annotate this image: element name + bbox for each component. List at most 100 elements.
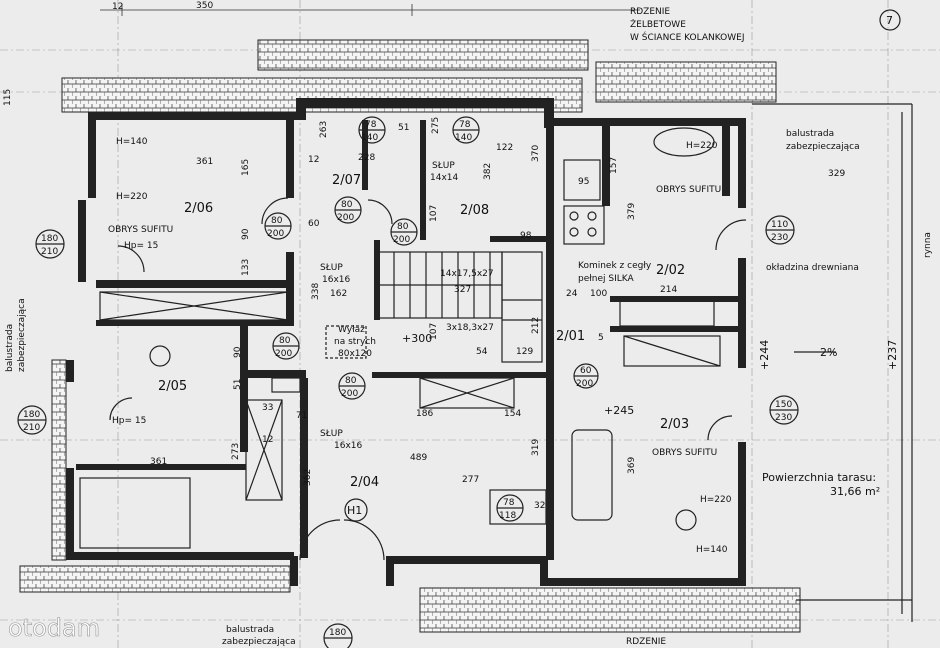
svg-text:210: 210 — [41, 247, 58, 257]
room-2-06: 2/06 — [184, 201, 213, 216]
dim-71: 71 — [296, 411, 307, 421]
svg-text:150: 150 — [775, 400, 792, 410]
svg-text:80: 80 — [271, 216, 283, 226]
dim-263: 263 — [319, 121, 329, 138]
dim-319: 319 — [531, 439, 541, 456]
radiator — [271, 377, 301, 393]
room-2-07: 2/07 — [332, 173, 361, 188]
dim-133: 133 — [241, 259, 251, 276]
label-rdzenie-2: ŻELBETOWE — [630, 19, 686, 30]
dim-228: 228 — [358, 153, 375, 163]
dim-24: 24 — [566, 289, 578, 299]
dim-90-b: 90 — [233, 346, 243, 358]
top-dimension: 12 350 — [100, 1, 640, 16]
desk-204 — [489, 489, 547, 525]
label-rdzenie-1: RDZENIE — [630, 7, 670, 17]
note-obrys-3: OBRYS SUFITU — [652, 448, 717, 458]
dim-327: 327 — [454, 285, 471, 295]
note-level-244: +244 — [758, 340, 771, 370]
bottom-left-eave — [19, 565, 291, 593]
vanity — [619, 299, 715, 327]
svg-text:180: 180 — [41, 234, 58, 244]
label-balustrada-bottom-2: zabezpieczająca — [222, 637, 296, 647]
room-2-03: 2/03 — [660, 417, 689, 432]
svg-text:80: 80 — [279, 336, 291, 346]
dim-214: 214 — [660, 285, 677, 295]
door-swings — [109, 197, 747, 561]
room-2-04: 2/04 — [350, 475, 379, 490]
svg-text:200: 200 — [337, 213, 354, 223]
svg-text:80: 80 — [397, 222, 409, 232]
note-obrys-2: OBRYS SUFITU — [656, 185, 721, 195]
dim-212: 212 — [531, 317, 541, 334]
svg-text:180: 180 — [329, 628, 346, 638]
label-wylaz-2: na strych — [334, 337, 376, 347]
room-2-08: 2/08 — [460, 203, 489, 218]
dim-54: 54 — [476, 347, 488, 357]
dim-370: 370 — [531, 145, 541, 162]
wardrobe-204 — [419, 377, 515, 409]
dim-51-a: 51 — [398, 123, 409, 133]
dim-277: 277 — [462, 475, 479, 485]
dim-162: 162 — [330, 289, 347, 299]
note-h140-b: H=140 — [696, 545, 728, 555]
note-stairs-2: 3x18,3x27 — [446, 323, 494, 333]
dim-186: 186 — [416, 409, 433, 419]
bed-204 — [79, 477, 191, 549]
note-obrys-1: OBRYS SUFITU — [108, 225, 173, 235]
dim-329: 329 — [828, 169, 845, 179]
door-marker-180-220: 180 — [323, 623, 353, 648]
note-slup-1-size: 14x14 — [430, 173, 459, 183]
attic-hatch — [325, 325, 367, 359]
dim-107-b: 107 — [429, 323, 439, 340]
label-rynna: rynna — [923, 232, 933, 258]
svg-text:140: 140 — [455, 133, 472, 143]
svg-text:200: 200 — [393, 235, 410, 245]
shower — [623, 335, 721, 367]
label-rdzenie-3: W ŚCIANCE KOLANKOWEJ — [630, 31, 744, 43]
svg-text:118: 118 — [499, 511, 516, 521]
dim-100: 100 — [590, 289, 607, 299]
bottom-eave — [419, 587, 801, 633]
cooktop — [563, 205, 605, 245]
svg-text:78: 78 — [459, 120, 471, 130]
label-balustrada-right-2: zabezpieczająca — [786, 142, 860, 152]
note-slup-2-size: 16x16 — [322, 275, 351, 285]
label-balustrada-bottom-1: balustrada — [226, 625, 274, 635]
inner-walls — [76, 120, 740, 560]
top-right-eave — [595, 61, 777, 103]
dim-362: 362 — [303, 469, 313, 486]
label-balustrada-left-2: zabezpieczająca — [17, 298, 27, 372]
outer-walls — [66, 98, 746, 586]
label-slope: 2% — [820, 346, 837, 359]
dim-379: 379 — [627, 203, 637, 220]
label-kominek-2: pełnej SILKA — [578, 274, 635, 284]
dim-95: 95 — [578, 177, 589, 187]
label-wylaz-1: Wyłaz — [338, 325, 365, 335]
dim-107-a: 107 — [429, 205, 439, 222]
svg-text:230: 230 — [775, 413, 792, 423]
svg-text:200: 200 — [275, 349, 292, 359]
note-h220-a: H=220 — [116, 192, 148, 202]
note-slup-3: SŁUP — [320, 429, 343, 439]
chair-203 — [675, 509, 697, 531]
label-balustrada-right-1: balustrada — [786, 129, 834, 139]
dim-90-a: 90 — [241, 228, 251, 240]
svg-text:60: 60 — [580, 366, 592, 376]
label-taras-1: Powierzchnia tarasu: — [762, 471, 876, 484]
dim-122: 122 — [496, 143, 513, 153]
dim-154: 154 — [504, 409, 521, 419]
dim-369: 369 — [627, 457, 637, 474]
kitchen-sink — [563, 159, 601, 201]
room-2-01: 2/01 — [556, 329, 585, 344]
dim-489: 489 — [410, 453, 427, 463]
axis-marker: 7 — [879, 9, 901, 31]
